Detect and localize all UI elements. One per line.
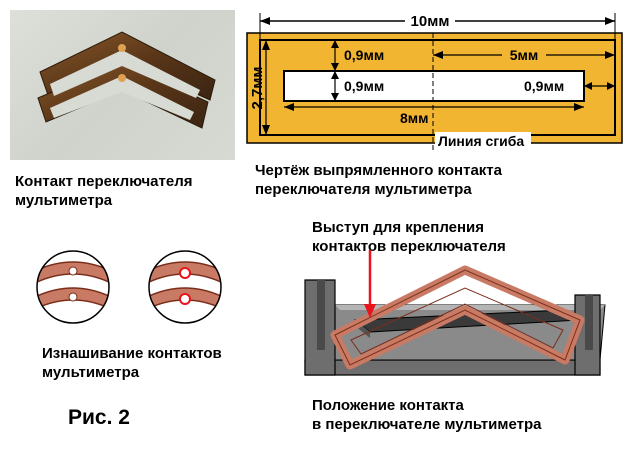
drawing-caption: Чертёж выпрямленного контакта переключат… — [255, 162, 502, 198]
photo-caption: Контакт переключателя мультиметра — [15, 173, 193, 209]
wear-circle-normal — [37, 251, 109, 323]
contact-photo-illustration — [37, 31, 216, 129]
contact-mount-illustration — [304, 250, 606, 376]
contact-photo — [10, 10, 235, 160]
dim-right-part: 5мм — [510, 47, 539, 63]
bend-line-label: Линия сгиба — [438, 133, 524, 149]
dim-slot-length: 8мм — [400, 110, 429, 126]
wear-circle-worn — [149, 251, 221, 323]
figure-label: Рис. 2 — [68, 406, 130, 429]
flat-contact-drawing: 10мм 2,7мм 0,9мм 5мм 0,9мм 0,9мм 8мм Лин… — [246, 11, 623, 150]
dim-slot-right-gap: 0,9мм — [524, 78, 564, 94]
dim-top-gap: 0,9мм — [344, 47, 384, 63]
dim-height: 2,7мм — [249, 66, 266, 109]
dim-total-width: 10мм — [411, 13, 450, 30]
wear-caption: Изнашивание контактов мультиметра — [42, 345, 222, 381]
dim-slot-height: 0,9мм — [344, 78, 384, 94]
protrusion-label: Выступ для крепления контактов переключа… — [312, 219, 506, 255]
mount-caption: Положение контакта в переключателе мульт… — [312, 397, 542, 433]
contact-wear-illustration — [36, 250, 222, 324]
